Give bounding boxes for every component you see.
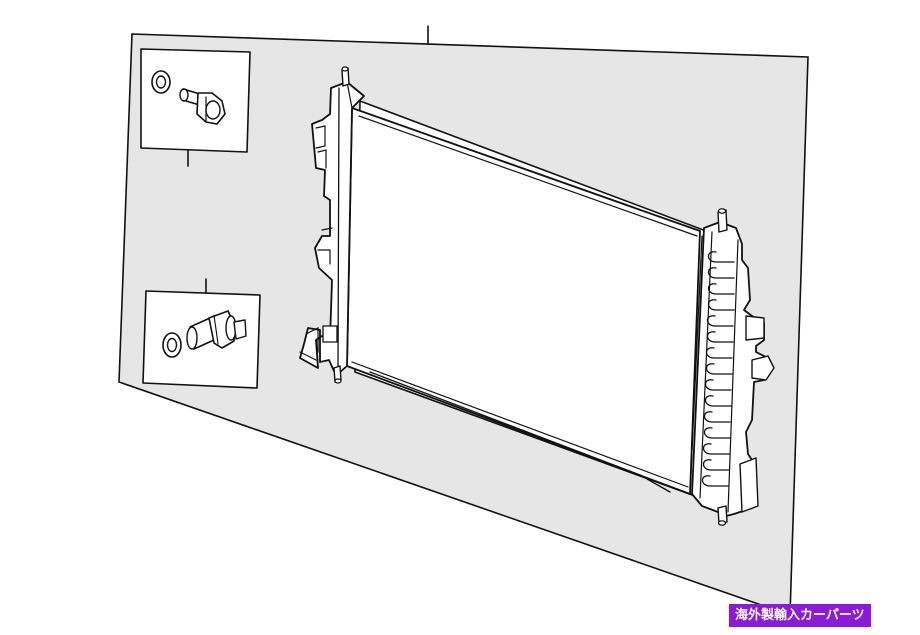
bolt-icon [179, 88, 226, 125]
radiator-left-tank [299, 66, 365, 384]
drain-plug-inset [142, 278, 261, 389]
watermark-label: 海外製輸入カーパーツ [729, 604, 871, 627]
radiator-right-tank [689, 208, 775, 526]
radiator-icon [299, 66, 775, 526]
radiator-fin-tubes [701, 251, 735, 487]
bolt-inset [140, 48, 251, 167]
seal-ring-icon [162, 332, 182, 358]
washer-icon [151, 70, 171, 94]
drain-plug-icon [186, 310, 247, 350]
